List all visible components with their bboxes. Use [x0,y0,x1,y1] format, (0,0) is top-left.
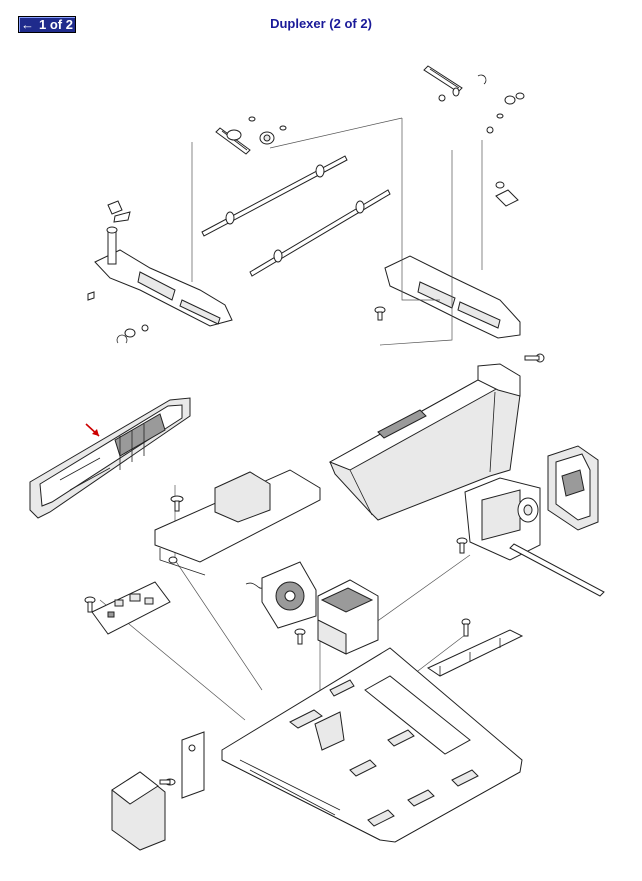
center-duct-assembly [294,579,379,655]
base-plate [221,647,523,843]
pointer-arrow-icon [85,423,100,437]
drive-motor-assembly [456,477,605,597]
top-right-bracket-assembly [374,65,545,363]
top-left-bracket-assembly [87,116,287,344]
previous-page-button[interactable]: ← 1 of 2 [18,16,76,33]
previous-page-label: 1 of 2 [39,17,73,32]
page-title: Duplexer (2 of 2) [270,16,372,31]
middle-support-bracket [154,469,321,576]
controller-pcb [84,581,171,635]
shafts [201,155,391,277]
bottom-left-bracket [159,731,205,799]
right-end-cover [547,445,599,531]
cooling-fan [245,561,317,629]
left-side-cover [29,397,191,519]
left-arrow-icon: ← [21,17,35,32]
duplexer-top-cover [328,363,521,521]
end-cap-cover [111,771,166,851]
right-rail-bracket [426,618,524,677]
